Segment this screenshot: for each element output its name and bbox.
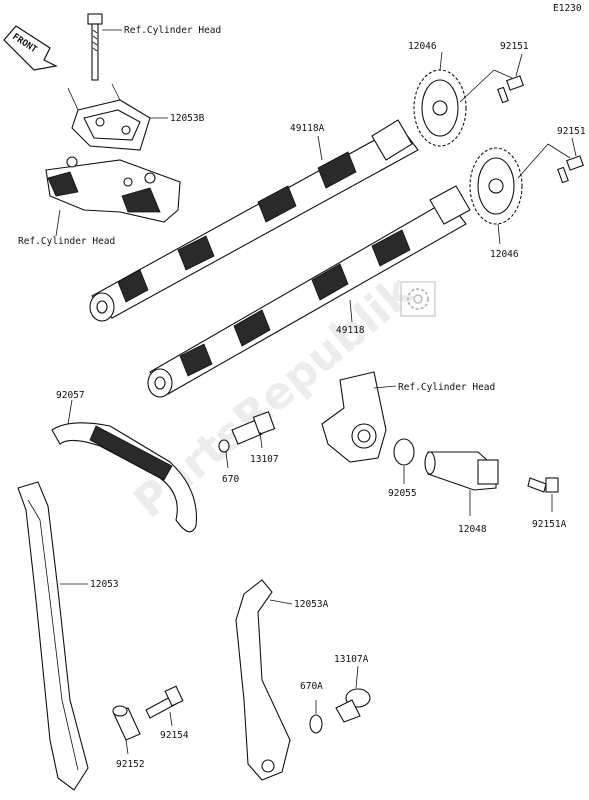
bolt-13107a <box>335 688 371 723</box>
label-92055: 92055 <box>388 488 417 499</box>
bolt-92154 <box>145 685 184 719</box>
label-ref-cylinder-head-left: Ref.Cylinder Head <box>18 236 115 247</box>
camshaft-49118 <box>147 185 471 398</box>
chain-guide-12053a <box>235 579 291 781</box>
label-12053b: 12053B <box>170 113 205 124</box>
camshaft-caps <box>45 156 181 223</box>
chain-guide-12053b <box>71 99 151 151</box>
label-12053a: 12053A <box>294 599 329 610</box>
tensioner-12048 <box>424 451 499 491</box>
sprocket-12046-lower <box>469 147 523 225</box>
label-12046-upper: 12046 <box>408 41 437 52</box>
page-code: E1230 <box>553 3 582 14</box>
label-13107a: 13107A <box>334 654 369 665</box>
front-arrow-icon: FRONT <box>3 25 58 71</box>
cylinder-head-section <box>321 371 387 463</box>
gasket-92055 <box>393 438 415 466</box>
label-49118: 49118 <box>336 325 365 336</box>
label-12046-lower: 12046 <box>490 249 519 260</box>
cam-cap-bolt <box>87 13 103 81</box>
label-670: 670 <box>222 474 239 485</box>
timing-chain-92057 <box>51 422 198 533</box>
bolt-13107 <box>231 411 276 445</box>
label-92152: 92152 <box>116 759 145 770</box>
label-12048: 12048 <box>458 524 487 535</box>
bolt-92151-mid <box>557 155 584 184</box>
label-92151-mid: 92151 <box>557 126 586 137</box>
label-670a: 670A <box>300 681 323 692</box>
chain-guide-12053 <box>17 481 89 791</box>
label-92151-upper: 92151 <box>500 41 529 52</box>
label-92057: 92057 <box>56 390 85 401</box>
bolt-92151a <box>527 477 559 493</box>
bushing-92152 <box>112 705 141 741</box>
label-92154: 92154 <box>160 730 189 741</box>
o-ring-670 <box>218 439 230 453</box>
gear-icon <box>400 281 436 317</box>
label-12053: 12053 <box>90 579 119 590</box>
label-ref-cylinder-head-top: Ref.Cylinder Head <box>124 25 221 36</box>
label-92151a: 92151A <box>532 519 567 530</box>
o-ring-670a <box>309 714 323 734</box>
label-ref-cylinder-head-right: Ref.Cylinder Head <box>398 382 495 393</box>
sprocket-12046-upper <box>413 69 467 147</box>
bolt-92151-upper <box>497 75 524 104</box>
label-13107: 13107 <box>250 454 279 465</box>
camshaft-49118a <box>89 119 419 322</box>
label-49118a: 49118A <box>290 123 325 134</box>
